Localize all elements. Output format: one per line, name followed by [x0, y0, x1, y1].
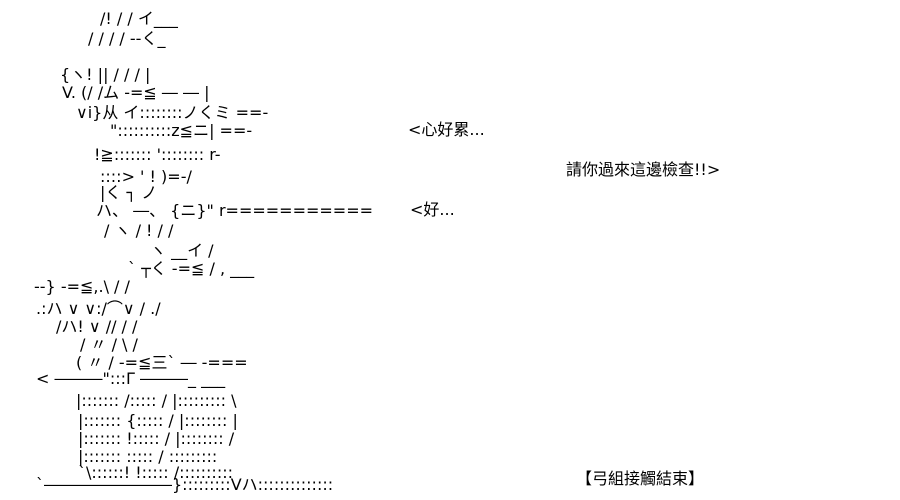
ascii-art-row: / 〃 / \ / — [80, 335, 139, 354]
ascii-art-row: `\::::::! !::::: /:::::::::: — [78, 463, 233, 482]
ascii-art-row: |::::::: {::::: / |:::::::: | — [78, 411, 238, 430]
dialogue-line-ok: <好... — [410, 200, 455, 219]
ascii-art-row: < ―――":::Γ ―――_ ___ — [36, 369, 226, 389]
ascii-art-row: |::::::: /::::: / |::::::::: \ — [76, 391, 237, 410]
ascii-art-rows: /! / / イ___/ / / / --く_ {ヽ! || / / / |V. … — [34, 9, 373, 494]
ascii-art-row: ハ、 ―、 {ニ}" r=========== — [96, 201, 373, 220]
dialogue-line-come-check: 請你過來這邊檢查!!> — [566, 160, 721, 179]
ascii-art-row: |::::::: ::::: / ::::::::: — [78, 447, 217, 466]
ascii-art-row: ::::> ' ! )=-/ — [100, 167, 192, 186]
ascii-art-row: |く ┐ ノ — [100, 183, 157, 202]
ascii-art-row: {ヽ! || / / / | — [60, 65, 150, 84]
ascii-art-row: !≧::::::: ':::::::: r- — [94, 145, 221, 164]
ascii-art-row: ` ┬く -=≦ / , ___ — [128, 259, 255, 279]
ascii-art-row: / ヽ / ! / / — [104, 221, 174, 240]
ascii-art-row: ∨i}从 イ::::::::ノくミ ==- — [76, 103, 268, 122]
ascii-art-row: |::::::: !::::: / |:::::::: / — [78, 429, 235, 448]
ascii-art-row: ( 〃 / -=≦三` ― -=== — [76, 353, 248, 372]
dialogue-line-tired: <心好累... — [408, 120, 485, 139]
ascii-art-row: .:ハ ∨ ∨:/⌒∨ / ./ — [36, 299, 161, 318]
ascii-art-row: "::::::::::z≦ニ| ==- — [110, 121, 252, 140]
ascii-art-row: --} -=≦,.\ / / — [34, 277, 131, 296]
ascii-art-row: `――――――――}:::::::::Vハ:::::::::::::: — [36, 475, 333, 494]
ascii-art-row: ヽ __イ / — [150, 241, 214, 261]
ascii-art-row: / / / / --く_ — [88, 29, 166, 49]
ascii-art-row: /! / / イ___ — [100, 9, 179, 29]
end-caption: 【弓組接觸結束】 — [576, 469, 705, 488]
ascii-art-row: V. (/ /ム -=≦ ― ― | — [62, 83, 210, 102]
ascii-art-row: /ハ! ∨ // / / — [56, 317, 138, 336]
